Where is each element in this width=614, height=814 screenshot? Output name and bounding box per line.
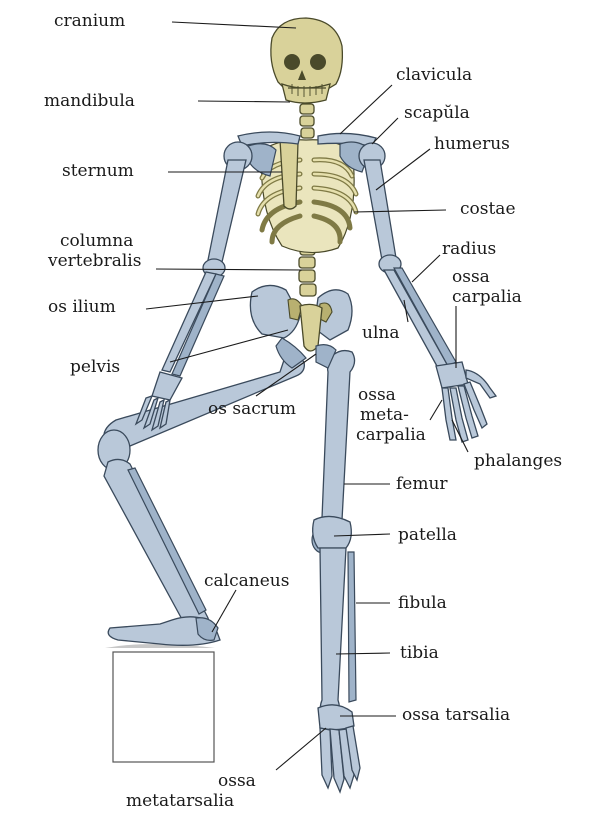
label-pelvis: pelvis (70, 357, 120, 377)
label-costae: costae (460, 199, 516, 219)
standing-leg (312, 351, 360, 792)
label-tibia: tibia (400, 643, 439, 663)
pedestal-box (105, 644, 215, 762)
label-columna: columna (60, 231, 133, 251)
label-clavicula: clavicula (396, 65, 472, 85)
label-cranium: cranium (54, 11, 125, 31)
label-carpalia: carpalia (452, 287, 522, 307)
label-metatarsalia: metatarsalia (126, 791, 234, 811)
skull-drawing (271, 18, 343, 103)
label-mandibula: mandibula (44, 91, 135, 111)
label-os-ilium: os ilium (48, 297, 116, 317)
label-radius: radius (442, 239, 496, 259)
label-ossa-tarsalia: ossa tarsalia (402, 705, 510, 725)
label-patella: patella (398, 525, 457, 545)
label-ulna: ulna (362, 323, 399, 343)
label-ossa-metacarpalia-1: ossa (358, 385, 396, 405)
label-fibula: fibula (398, 593, 447, 613)
label-scapula: scapŭla (404, 103, 470, 123)
label-meta: meta- (360, 405, 409, 425)
label-vertebralis: vertebralis (47, 251, 141, 271)
label-femur: femur (396, 474, 448, 494)
label-sternum: sternum (62, 161, 134, 181)
label-humerus: humerus (434, 134, 510, 154)
label-metacarpalia: carpalia (356, 425, 426, 445)
label-ossa-carpalia-1: ossa (452, 267, 490, 287)
label-ossa-metatarsalia-1: ossa (218, 771, 256, 791)
label-calcaneus: calcaneus (204, 571, 289, 591)
label-os-sacrum: os sacrum (208, 399, 296, 419)
label-phalanges: phalanges (474, 451, 562, 471)
